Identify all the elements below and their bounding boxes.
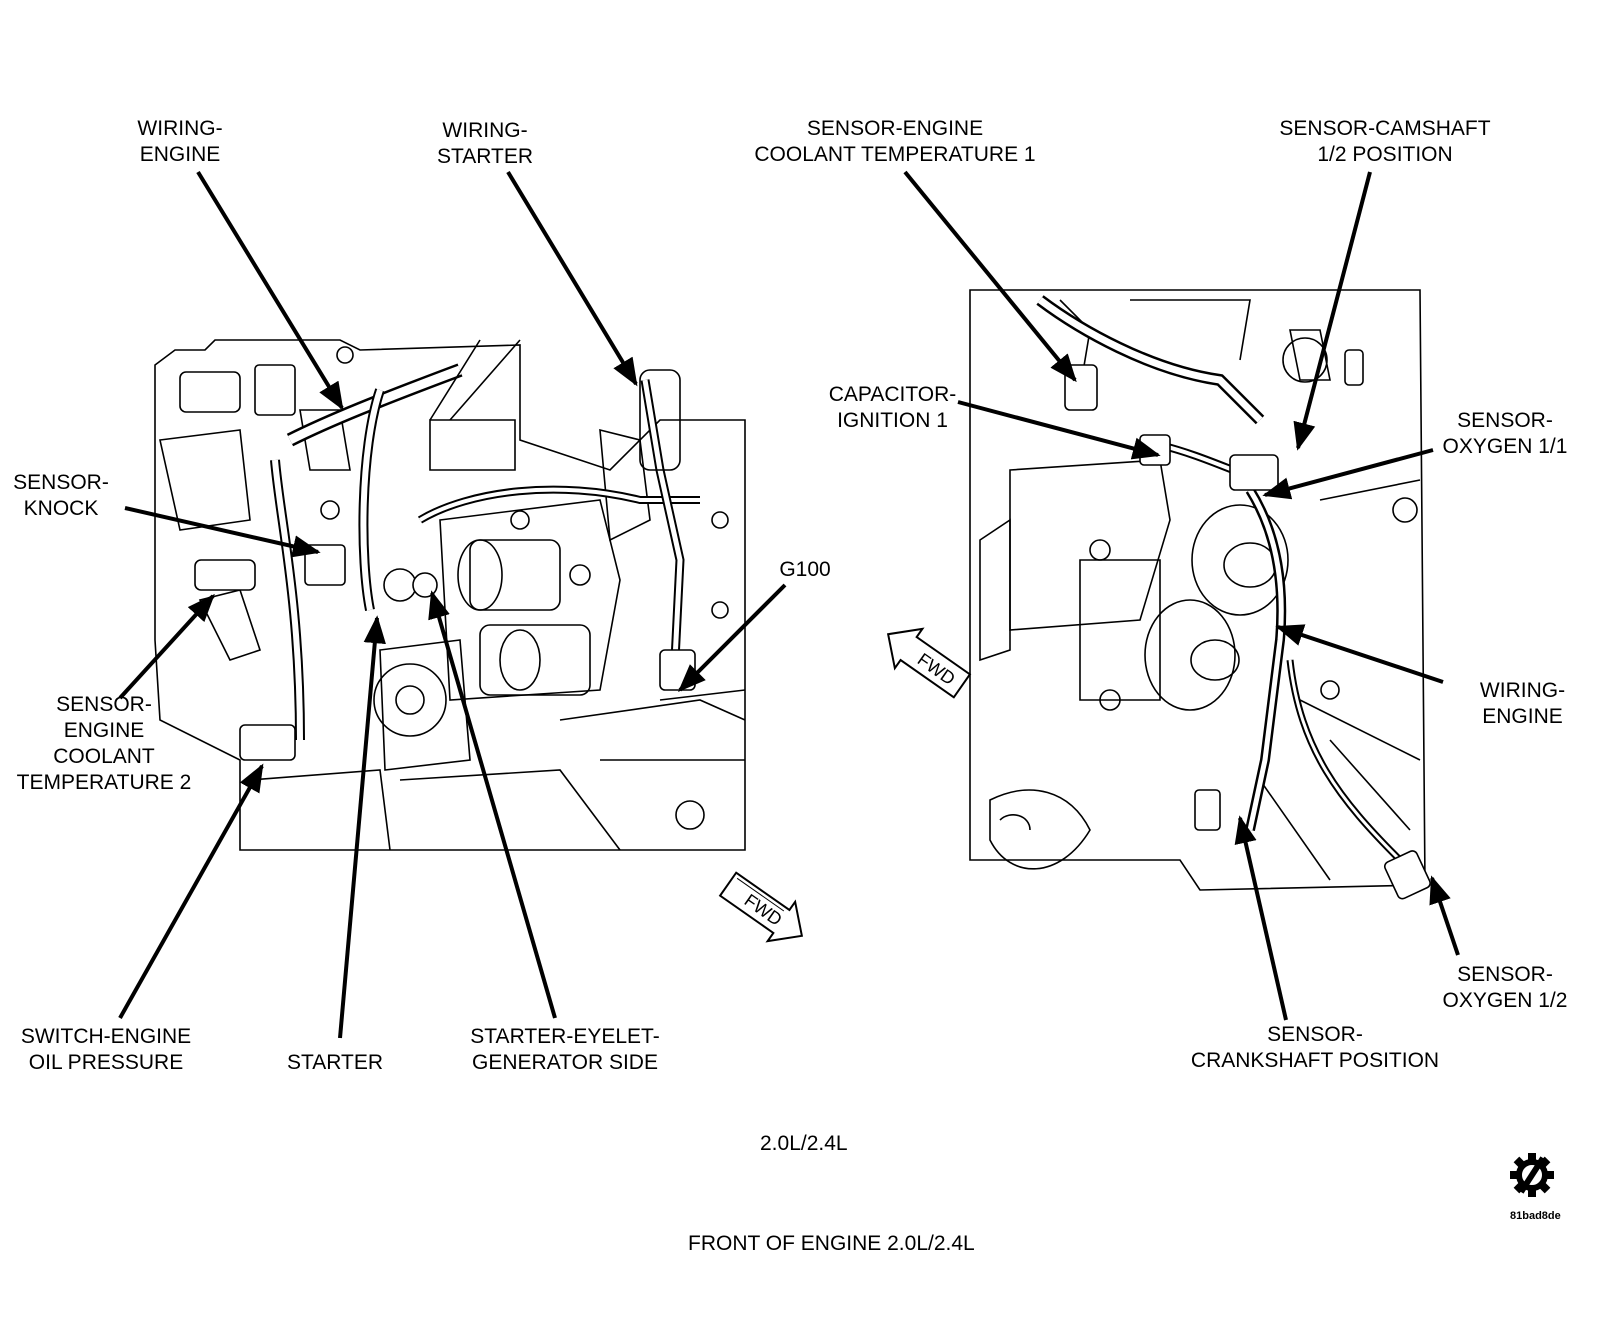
- image-code: 81bad8de: [1510, 1210, 1561, 1222]
- engine-caption: 2.0L/2.4L: [760, 1132, 848, 1155]
- leader-starter-eyelet: [428, 590, 557, 1019]
- label-capacitor-ignition: CAPACITOR- IGNITION 1: [828, 383, 957, 432]
- fwd-arrow-left-view: FWD: [718, 871, 804, 943]
- leader-lines: [118, 170, 1460, 1039]
- leader-wiring-engine-right: [1275, 624, 1444, 684]
- right-engine-illustration: [969, 289, 1431, 900]
- leader-wiring-starter: [506, 170, 638, 387]
- label-sensor-ect1: SENSOR-ENGINE COOLANT TEMPERATURE 1: [754, 117, 1036, 166]
- leader-sensor-crankshaft: [1234, 815, 1288, 1021]
- leader-sensor-camshaft: [1293, 171, 1372, 451]
- leader-sensor-oxygen-12: [1429, 875, 1460, 956]
- left-engine-illustration: [154, 339, 746, 851]
- leader-starter: [338, 615, 386, 1039]
- leader-capacitor-ignition: [957, 400, 1161, 460]
- label-sensor-oxygen-12: SENSOR- OXYGEN 1/2: [1442, 963, 1568, 1012]
- leader-sensor-ect2: [118, 593, 215, 700]
- label-sensor-knock: SENSOR- KNOCK: [13, 471, 109, 520]
- gear-slash-icon: [1510, 1153, 1554, 1197]
- leader-sensor-knock: [124, 506, 321, 558]
- figure-caption: FRONT OF ENGINE 2.0L/2.4L: [688, 1232, 975, 1255]
- fwd-arrow-right-view: FWD: [886, 627, 972, 699]
- label-g100: G100: [779, 558, 831, 581]
- label-wiring-engine-right: WIRING- ENGINE: [1479, 679, 1566, 728]
- label-starter: STARTER: [286, 1051, 384, 1074]
- leader-sensor-ect1: [903, 170, 1077, 383]
- label-wiring-engine-left: WIRING- ENGINE: [137, 117, 223, 166]
- label-sensor-oxygen-11: SENSOR- OXYGEN 1/1: [1442, 409, 1568, 458]
- leader-switch-oil-pressure: [118, 763, 264, 1019]
- label-sensor-camshaft: SENSOR-CAMSHAFT 1/2 POSITION: [1279, 117, 1491, 166]
- leader-g100: [678, 583, 787, 692]
- label-starter-eyelet: STARTER-EYELET- GENERATOR SIDE: [470, 1025, 660, 1074]
- label-switch-oil-pressure: SWITCH-ENGINE OIL PRESSURE: [20, 1025, 192, 1074]
- label-sensor-ect2: SENSOR- ENGINE COOLANT TEMPERATURE 2: [16, 693, 192, 794]
- label-sensor-crankshaft: SENSOR- CRANKSHAFT POSITION: [1190, 1023, 1440, 1072]
- leader-wiring-engine-left: [196, 170, 344, 411]
- leader-sensor-oxygen-11: [1262, 448, 1434, 500]
- label-wiring-starter: WIRING- STARTER: [436, 119, 534, 168]
